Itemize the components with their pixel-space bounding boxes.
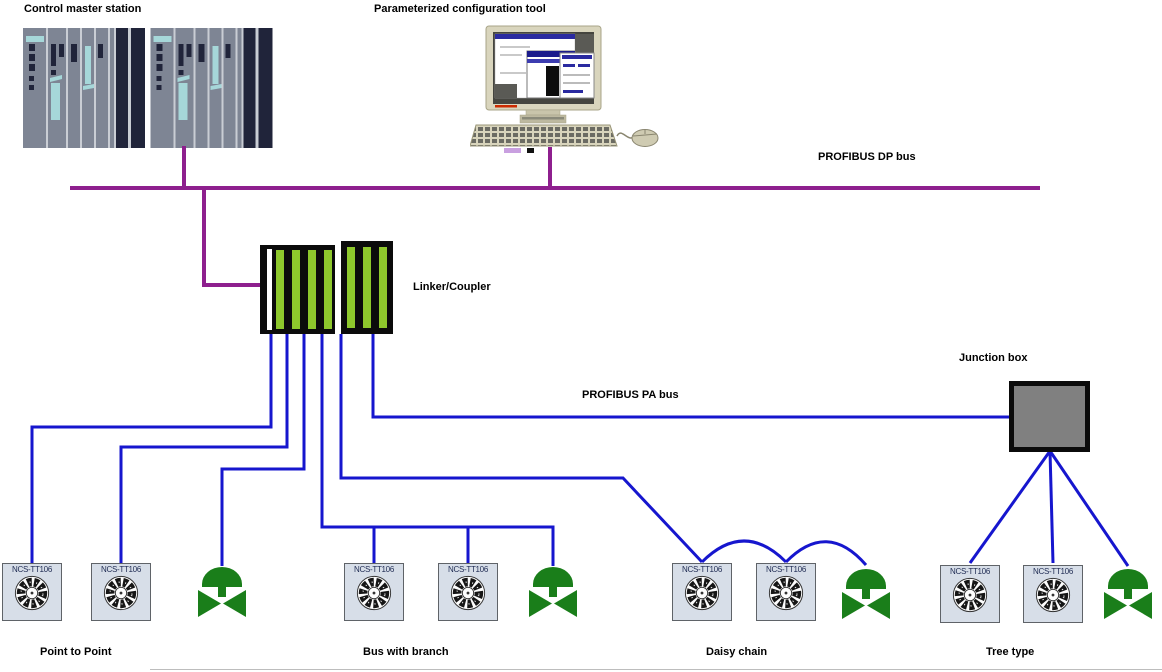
valve-icon-branch <box>528 563 578 619</box>
rotary-dial-icon <box>951 576 989 614</box>
branch-bus-line <box>320 334 555 566</box>
dp-bus-group <box>70 146 1040 287</box>
daisy-arc-1 <box>700 539 788 564</box>
caption-bus-with-branch: Bus with branch <box>363 646 449 658</box>
pa-bus-label: PROFIBUS PA bus <box>582 389 679 401</box>
page-bottom-rule <box>150 669 1162 670</box>
pa-trunk-line <box>371 334 1014 419</box>
caption-tree-type: Tree type <box>986 646 1035 658</box>
pa-bus-group <box>30 334 1130 567</box>
ncs-tt106-device-daisy-1: NCS-TT106 <box>672 563 732 621</box>
device-label: NCS-TT106 <box>12 565 52 574</box>
junction-box-label: Junction box <box>959 352 1028 364</box>
caption-daisy-chain: Daisy chain <box>706 646 768 658</box>
rotary-dial-icon <box>449 574 487 612</box>
rotary-dial-icon <box>1034 576 1072 614</box>
linker-coupler-label: Linker/Coupler <box>413 281 491 293</box>
valve-icon-tree <box>1103 565 1153 621</box>
device-label: NCS-TT106 <box>101 565 141 574</box>
linker-stripes <box>276 247 387 329</box>
ncs-tt106-device-branch-2: NCS-TT106 <box>438 563 498 621</box>
valve-icon-daisy <box>841 565 891 621</box>
control-master-title: Control master station <box>24 3 142 15</box>
daisy-feed-line <box>339 334 704 564</box>
device-label: NCS-TT106 <box>1033 567 1073 576</box>
p2p-line-2 <box>119 334 289 563</box>
p2p-line-1 <box>30 334 273 563</box>
plc-rack-image <box>23 28 273 148</box>
junction-box <box>1009 381 1090 452</box>
rotary-dial-icon <box>102 574 140 612</box>
rotary-dial-icon <box>355 574 393 612</box>
device-label: NCS-TT106 <box>354 565 394 574</box>
ncs-tt106-device-branch-1: NCS-TT106 <box>344 563 404 621</box>
dp-linker-drop-line <box>202 186 263 287</box>
device-label: NCS-TT106 <box>950 567 990 576</box>
ncs-tt106-device-p2p-2: NCS-TT106 <box>91 563 151 621</box>
rotary-dial-icon <box>767 574 805 612</box>
tree-line-3 <box>1048 450 1130 567</box>
rotary-dial-icon <box>13 574 51 612</box>
caption-point-to-point: Point to Point <box>40 646 112 658</box>
rotary-dial-icon <box>683 574 721 612</box>
device-label: NCS-TT106 <box>766 565 806 574</box>
ncs-tt106-device-p2p-1: NCS-TT106 <box>2 563 62 621</box>
tree-line-1 <box>968 450 1052 564</box>
device-label: NCS-TT106 <box>448 565 488 574</box>
config-tool-computer-image <box>470 25 659 153</box>
ncs-tt106-device-daisy-2: NCS-TT106 <box>756 563 816 621</box>
device-label: NCS-TT106 <box>682 565 722 574</box>
daisy-arc-2 <box>784 540 868 566</box>
p2p-valve-line <box>220 334 306 566</box>
config-tool-title: Parameterized configuration tool <box>374 3 546 15</box>
ncs-tt106-device-tree-1: NCS-TT106 <box>940 565 1000 623</box>
ncs-tt106-device-tree-2: NCS-TT106 <box>1023 565 1083 623</box>
linker-coupler-image <box>260 241 393 334</box>
valve-icon-p2p <box>197 563 247 619</box>
tree-line-2 <box>1048 450 1055 564</box>
dp-bus-label: PROFIBUS DP bus <box>818 151 916 163</box>
